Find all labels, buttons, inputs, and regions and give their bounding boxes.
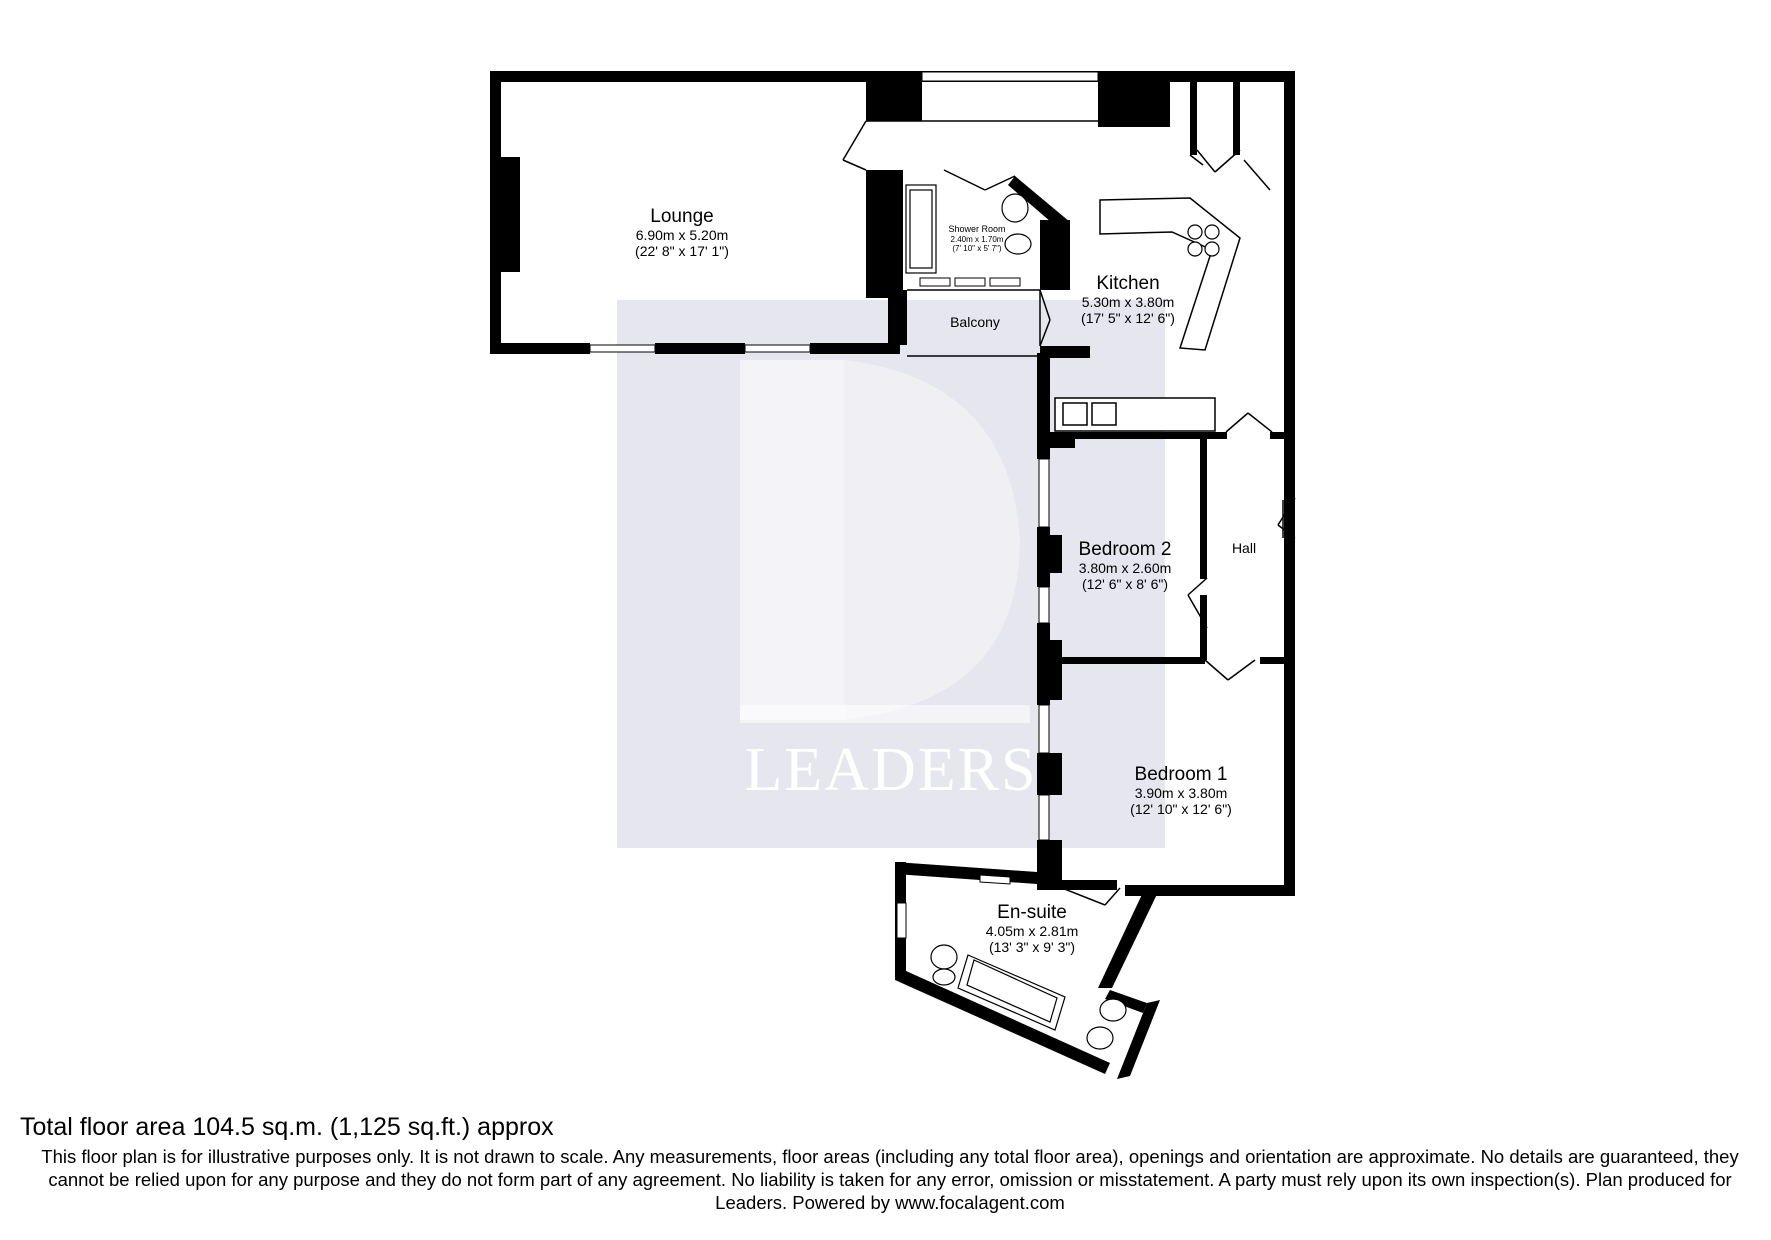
room-en-suite: En-suite 4.05m x 2.81m (13' 3" x 9' 3"): [986, 902, 1079, 955]
room-name: Lounge: [650, 206, 713, 227]
room-balcony: Balcony: [950, 314, 1000, 330]
room-dim-imperial: (7' 10" x 5' 7"): [952, 244, 1002, 253]
shower-fixtures: [905, 184, 1032, 274]
room-dim-metric: 4.05m x 2.81m: [986, 923, 1079, 939]
room-name: Shower Room: [948, 224, 1005, 234]
room-name: Balcony: [950, 314, 1000, 330]
room-name: Bedroom 2: [1079, 539, 1172, 560]
room-dim-metric: 3.90m x 3.80m: [1135, 785, 1228, 801]
room-name: En-suite: [997, 902, 1067, 923]
room-dim-imperial: (17' 5" x 12' 6"): [1081, 310, 1175, 326]
room-dim-imperial: (12' 10" x 12' 6"): [1130, 801, 1232, 817]
room-name: Bedroom 1: [1135, 764, 1228, 785]
ensuite-fixtures: [930, 944, 1127, 1050]
hob-icon: [1187, 224, 1220, 257]
room-dim-imperial: (12' 6" x 8' 6"): [1082, 576, 1168, 592]
total-floor-area: Total floor area 104.5 sq.m. (1,125 sq.f…: [20, 1113, 554, 1141]
room-bedroom-1: Bedroom 1 3.90m x 3.80m (12' 10" x 12' 6…: [1130, 764, 1232, 817]
room-kitchen: Kitchen 5.30m x 3.80m (17' 5" x 12' 6"): [1081, 273, 1175, 326]
room-dim-metric: 5.30m x 3.80m: [1082, 294, 1175, 310]
walls: [490, 71, 1295, 1079]
room-bedroom-2: Bedroom 2 3.80m x 2.60m (12' 6" x 8' 6"): [1079, 539, 1172, 592]
windows: [589, 71, 1099, 939]
room-dim-metric: 2.40m x 1.70m: [951, 235, 1004, 244]
doors: [842, 120, 1296, 906]
room-dim-metric: 6.90m x 5.20m: [636, 227, 729, 243]
room-dim-imperial: (13' 3" x 9' 3"): [989, 939, 1075, 955]
room-name: Kitchen: [1096, 273, 1159, 294]
room-hall: Hall: [1232, 540, 1256, 556]
balcony-structure: [907, 289, 1051, 357]
kitchen-units: [1054, 197, 1241, 432]
room-lounge: Lounge 6.90m x 5.20m (22' 8" x 17' 1"): [635, 206, 729, 259]
room-shower: Shower Room 2.40m x 1.70m (7' 10" x 5' 7…: [948, 224, 1005, 253]
room-dim-imperial: (22' 8" x 17' 1"): [635, 243, 729, 259]
disclaimer-text: This floor plan is for illustrative purp…: [41, 1146, 1739, 1213]
room-dim-metric: 3.80m x 2.60m: [1079, 560, 1172, 576]
watermark-brand: LEADERS: [745, 736, 1038, 804]
leaders-watermark: LEADERS: [617, 300, 1165, 848]
room-name: Hall: [1232, 540, 1256, 556]
